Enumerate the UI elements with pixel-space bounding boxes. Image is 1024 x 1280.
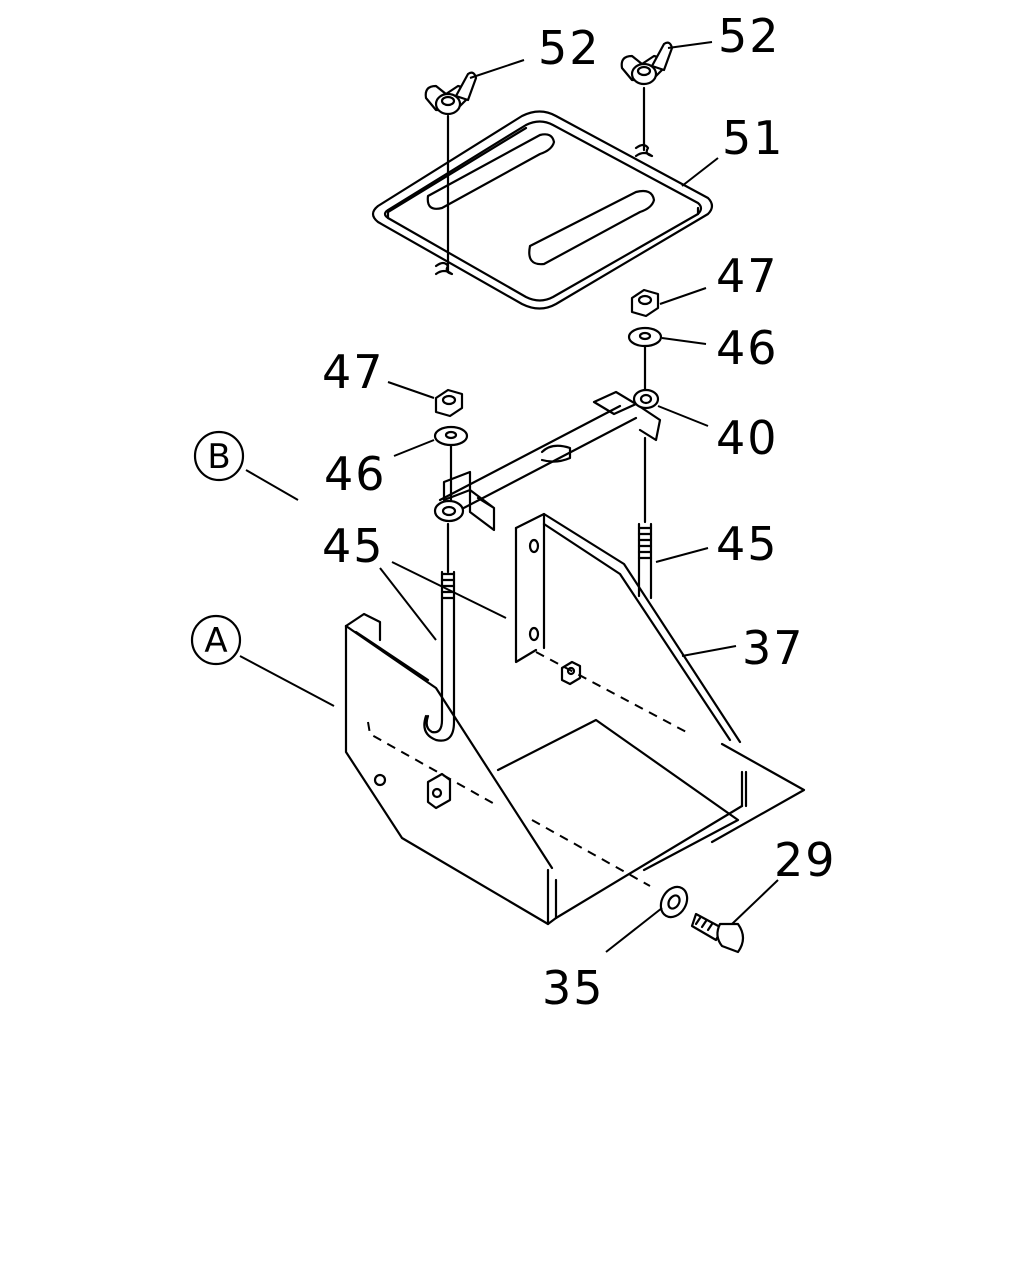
wing-nut-right [620,41,674,86]
bolt-29 [690,912,745,954]
battery-cover-plate [371,110,714,310]
callout-40: 40 [716,411,779,465]
hex-nut-right [630,288,660,318]
callout-47-left: 47 [322,345,385,399]
callout-51: 51 [722,111,785,165]
hook-bolt-left [423,522,456,742]
callout-37: 37 [742,621,805,675]
marker-b-label: B [207,437,230,477]
callout-35: 35 [542,961,605,1015]
reference-marker-a: A [190,614,242,666]
washer-right [627,326,663,348]
washer-left [433,425,469,447]
reference-marker-b: B [193,430,245,482]
hex-nut-left [434,388,464,418]
battery-tray [344,512,806,926]
callout-29: 29 [774,833,837,887]
battery-hold-down-clamp [433,388,662,532]
callout-52-left: 52 [538,21,601,75]
callout-45-right: 45 [716,517,779,571]
callout-52-right: 52 [718,9,781,63]
marker-a-label: A [204,621,227,661]
leader-lines [239,41,779,953]
hook-bolt-right [637,436,653,600]
wing-nut-left [424,71,478,116]
callout-47-right: 47 [716,249,779,303]
callout-46-right: 46 [716,321,779,375]
callout-46-left: 46 [324,447,387,501]
washer-35 [659,885,689,919]
callout-45-left: 45 [322,519,385,573]
